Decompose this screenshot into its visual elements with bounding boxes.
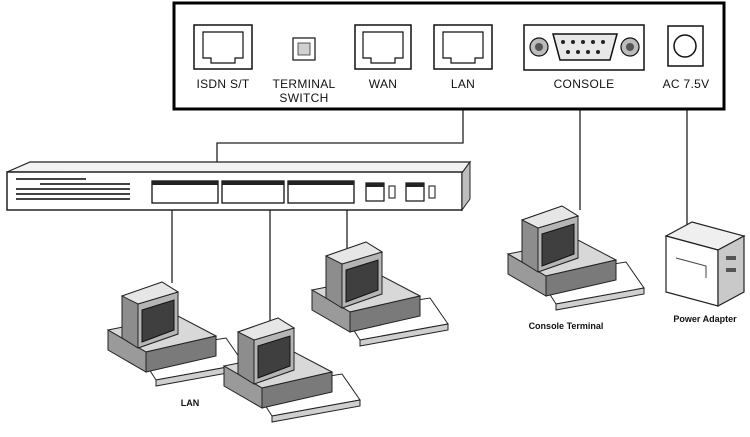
terminal-switch-label-2: SWITCH — [279, 91, 328, 105]
router-rear-panel: ISDN S/T TERMINAL SWITCH WAN LAN — [172, 1, 726, 111]
console-terminal-caption: Console Terminal — [529, 321, 604, 331]
isdn-port-label: ISDN S/T — [196, 77, 249, 91]
ac-power-port: AC 7.5V — [663, 25, 710, 91]
lan-uplink-cable — [216, 80, 464, 163]
desktop-computer-icon — [311, 241, 449, 347]
power-adapter-caption: Power Adapter — [673, 314, 737, 324]
rj45-port-icon — [442, 31, 484, 64]
desktop-computer-icon — [223, 317, 361, 423]
lan-pc-right — [311, 241, 449, 347]
lan-pc-middle — [223, 317, 361, 423]
ac-port-label: AC 7.5V — [663, 77, 710, 91]
wan-port: WAN — [354, 24, 412, 91]
desktop-computer-icon — [507, 205, 645, 311]
network-hub — [6, 160, 472, 212]
lan-port: LAN — [433, 24, 493, 91]
wan-port-label: WAN — [369, 77, 397, 91]
terminal-switch: TERMINAL SWITCH — [272, 37, 335, 105]
terminal-switch-label: TERMINAL — [272, 77, 335, 91]
rj45-port-icon — [202, 31, 244, 64]
power-adapter-icon — [664, 221, 746, 308]
lan-caption: LAN — [181, 398, 200, 408]
power-adapter: Power Adapter — [664, 221, 746, 324]
console-terminal: Console Terminal — [507, 205, 645, 331]
isdn-port: ISDN S/T — [193, 24, 253, 91]
dc-jack-icon — [673, 34, 697, 58]
console-port: CONSOLE — [523, 24, 645, 91]
db9-port-icon — [552, 33, 618, 61]
network-hub-icon — [6, 160, 472, 212]
rj45-port-icon — [362, 31, 404, 64]
console-port-label: CONSOLE — [554, 77, 615, 91]
lan-port-label: LAN — [451, 77, 475, 91]
